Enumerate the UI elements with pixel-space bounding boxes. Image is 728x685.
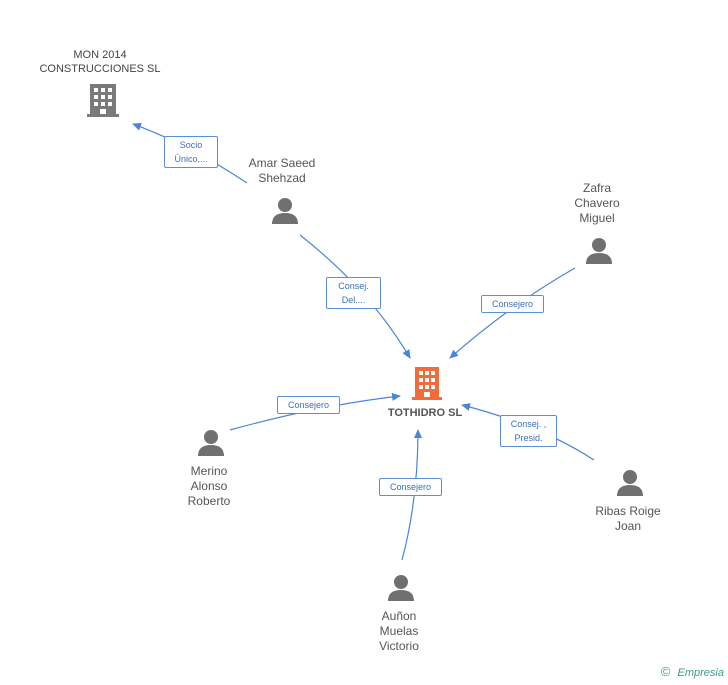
- edge-label-line: Único,...: [174, 154, 208, 164]
- brand-logo: Empresia: [677, 667, 724, 679]
- aunon-label-line: Muelas: [379, 624, 419, 638]
- amar-person-icon[interactable]: [272, 198, 298, 224]
- merino-label-line: Alonso: [190, 479, 228, 493]
- tothidro-building-icon[interactable]: [412, 367, 442, 400]
- edge-label-amar-tothidro[interactable]: Consej. Del....: [326, 277, 381, 309]
- zafra-person-icon[interactable]: [586, 238, 612, 264]
- zafra-label[interactable]: Zafra Chavero Miguel: [527, 181, 667, 226]
- edge-label-aunon-tothidro[interactable]: Consejero: [379, 478, 442, 496]
- tothidro-label[interactable]: TOTHIDRO SL: [355, 406, 495, 421]
- edge-label-ribas-tothidro[interactable]: Consej. , Presid.: [500, 415, 557, 447]
- ribas-person-icon[interactable]: [617, 470, 643, 496]
- ribas-label-line: Ribas Roige: [595, 504, 661, 518]
- ribas-label-line: Joan: [614, 519, 642, 533]
- amar-label[interactable]: Amar Saeed Shehzad: [212, 156, 352, 186]
- edge-label-line: Del....: [341, 295, 366, 305]
- mon2014-label-line: CONSTRUCCIONES SL: [39, 63, 161, 75]
- merino-label-line: Merino: [190, 464, 228, 478]
- edge-label-zafra-tothidro[interactable]: Consejero: [481, 295, 544, 313]
- merino-label[interactable]: Merino Alonso Roberto: [139, 464, 279, 509]
- edge-label-line: Consej. ,: [510, 419, 547, 429]
- zafra-label-line: Chavero: [574, 196, 620, 210]
- edge-label-line: Consejero: [491, 299, 534, 309]
- edge-label-line: Consejero: [389, 482, 432, 492]
- mon2014-label-line: MON 2014: [73, 49, 127, 61]
- aunon-person-icon[interactable]: [388, 575, 414, 601]
- aunon-label[interactable]: Auñon Muelas Victorio: [329, 609, 469, 654]
- edge-label-merino-tothidro[interactable]: Consejero: [277, 396, 340, 414]
- zafra-label-line: Zafra: [582, 181, 611, 195]
- footer-brand: © Empresia: [661, 664, 724, 679]
- edge-label-line: Consej.: [338, 281, 369, 291]
- copyright-icon: ©: [660, 664, 671, 679]
- ribas-label[interactable]: Ribas Roige Joan: [558, 504, 698, 534]
- mon2014-label[interactable]: MON 2014 CONSTRUCCIONES SL: [30, 48, 170, 76]
- aunon-label-line: Auñon: [381, 609, 417, 623]
- aunon-label-line: Victorio: [379, 639, 419, 653]
- zafra-label-line: Miguel: [579, 211, 615, 225]
- edge-zafra-to-tothidro: [449, 267, 576, 359]
- edge-label-line: Presid.: [514, 433, 543, 443]
- edge-aunon-to-tothidro: [401, 429, 422, 561]
- edge-label-line: Socio: [179, 140, 203, 150]
- edge-label-line: Consejero: [287, 400, 330, 410]
- merino-person-icon[interactable]: [198, 430, 224, 456]
- tothidro-label-text: TOTHIDRO SL: [387, 407, 463, 419]
- edge-label-amar-mon2014[interactable]: Socio Único,...: [164, 136, 218, 168]
- amar-label-line: Shehzad: [258, 171, 306, 185]
- merino-label-line: Roberto: [187, 494, 231, 508]
- mon2014-building-icon[interactable]: [87, 84, 119, 117]
- amar-label-line: Amar Saeed: [248, 156, 316, 170]
